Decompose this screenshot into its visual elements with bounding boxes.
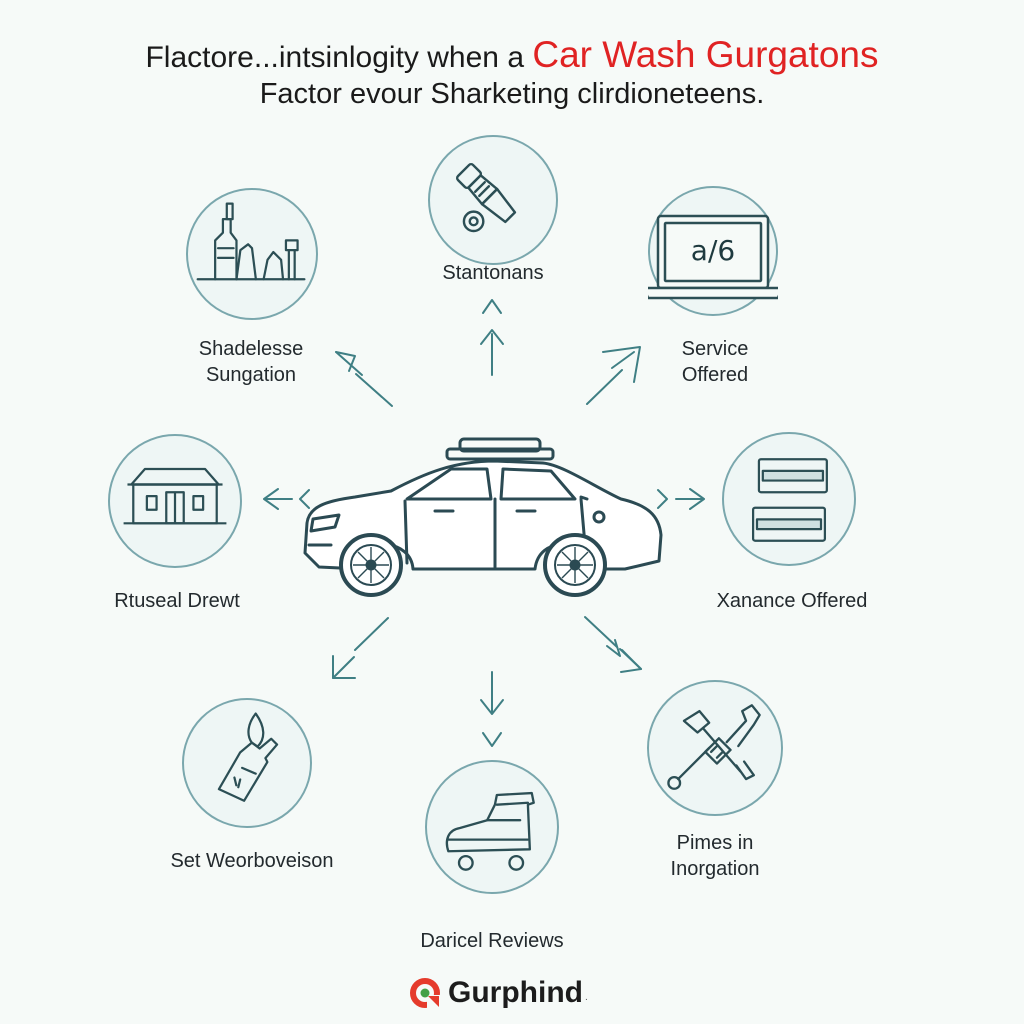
arrow-right-icon [657, 488, 705, 510]
brand-logo-icon [410, 978, 440, 1008]
title-prefix: Flactore...intsinlogity when a [145, 41, 524, 74]
arrow-up-icon [480, 299, 504, 376]
brand-name: Gurphind [448, 976, 583, 1009]
node-mid-left-circle [108, 434, 242, 568]
node-bottom-center-circle [425, 760, 559, 894]
spray-bottle-icon [217, 712, 279, 802]
car-icon [303, 437, 663, 597]
node-top-left-line2: Sungation [205, 364, 297, 386]
node-top-left-circle [186, 188, 318, 320]
arrow-up-right-icon [586, 346, 641, 405]
node-top-right-line2: Offered [681, 364, 749, 386]
node-top-circle [428, 135, 558, 265]
arrow-left-icon [263, 488, 310, 510]
node-mid-right-label: Xanance Offered [716, 590, 868, 612]
page-subtitle: Factor evour Sharketing clirdioneteens. [259, 78, 765, 110]
skate-shoe-icon [445, 791, 535, 871]
node-top-right-circle: a/6 [648, 186, 778, 316]
node-bottom-center-label: Daricel Reviews [420, 930, 564, 952]
arrow-down-icon [480, 671, 504, 747]
node-top-left-label: Shadelesse Sungation [176, 336, 326, 388]
node-mid-left-label: Rtuseal Drewt [114, 590, 240, 612]
arrow-down-right-icon [584, 616, 642, 673]
page-title: Flactore...intsinlogity when a Car Wash … [0, 34, 1024, 76]
node-top-label: Stantonans [442, 262, 544, 284]
brand-footer: Gurphind . [408, 975, 588, 1011]
node-bottom-right-line1: Pimes in [676, 832, 754, 854]
node-top-right-label: Service Offered [640, 336, 790, 388]
title-accent: Car Wash Gurgatons [532, 34, 879, 75]
laptop-icon [648, 186, 778, 316]
node-bottom-right-circle [647, 680, 783, 816]
laptop-screen-text: a/6 [690, 234, 736, 267]
node-bottom-right-line2: Inorgation [670, 858, 760, 880]
factory-icon [196, 202, 306, 281]
node-bottom-left-label: Set Weorboveison [170, 850, 334, 872]
node-bottom-right-label: Pimes in Inorgation [640, 830, 790, 882]
arrow-up-left-icon [335, 351, 393, 407]
brand-trademark: . [584, 992, 588, 1003]
node-top-right-line1: Service [681, 338, 749, 360]
node-top-left-line1: Shadelesse [198, 338, 304, 360]
torch-icon [455, 162, 517, 233]
cards-icon [751, 458, 828, 542]
tools-icon [667, 704, 761, 790]
node-mid-right-circle [722, 432, 856, 566]
arrow-down-left-icon [332, 617, 389, 679]
node-bottom-left-circle [182, 698, 312, 828]
building-icon [123, 467, 227, 525]
